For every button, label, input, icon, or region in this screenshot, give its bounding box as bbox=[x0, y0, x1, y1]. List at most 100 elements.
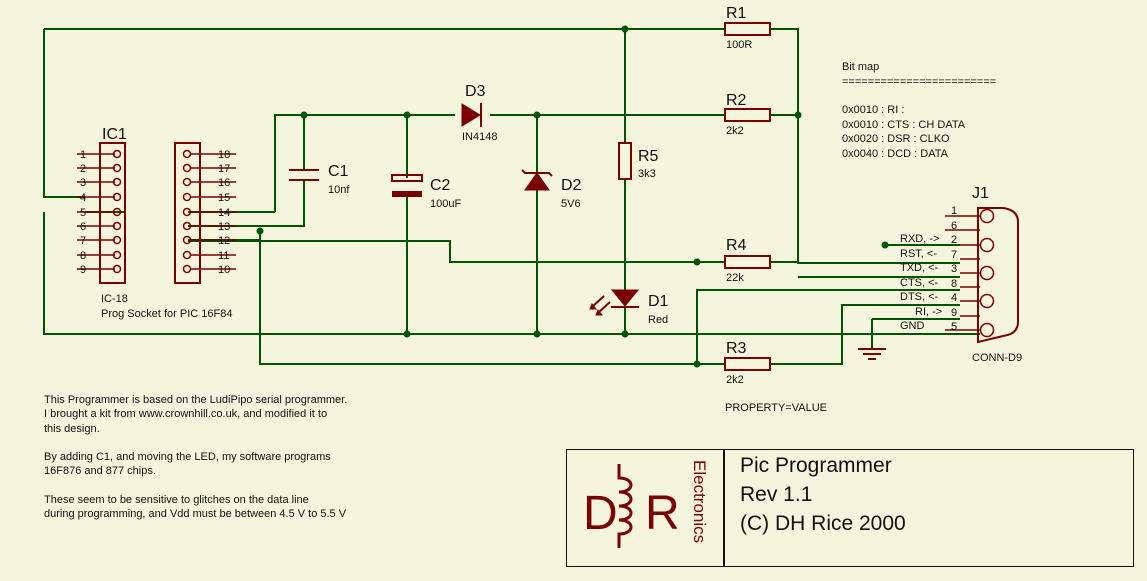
ic1-pin: 5 bbox=[80, 207, 86, 219]
socket-pin: 10 bbox=[218, 264, 230, 276]
j1-pin: 4 bbox=[951, 292, 957, 304]
c1-value: 10nf bbox=[328, 184, 350, 196]
note-line: 16F876 and 877 chips. bbox=[44, 465, 156, 478]
bit-map-line: 0x0020 : DSR : CLKO bbox=[842, 133, 950, 145]
note-line: This Programmer is based on the LudiPipo… bbox=[44, 394, 348, 406]
socket-pin: 16 bbox=[218, 177, 230, 189]
resistor-r2: R2 2k2 bbox=[724, 92, 771, 137]
socket-pin: 14 bbox=[218, 207, 230, 219]
j1-signal-ri: RI, -> bbox=[915, 306, 942, 318]
resistor-r4: R4 22k bbox=[724, 237, 771, 284]
ic1-pin: 7 bbox=[80, 235, 86, 247]
socket-pin: 17 bbox=[218, 163, 230, 175]
j1-pin: 2 bbox=[951, 234, 957, 246]
diode-d3: D3 IN4148 bbox=[461, 83, 497, 143]
note-line: I brought a kit from www.crownhill.co.uk… bbox=[44, 408, 328, 421]
logo-word: Electronics bbox=[690, 460, 709, 544]
revision-text: Rev 1.1 bbox=[740, 483, 813, 506]
j1-pin: 3 bbox=[951, 263, 957, 275]
bit-map-rule: ======================== bbox=[842, 75, 997, 88]
d2-value: 5V6 bbox=[561, 198, 581, 210]
j1-pin: 1 bbox=[951, 205, 957, 217]
d1-value: Red bbox=[648, 314, 668, 326]
ic1-value: IC-18 bbox=[101, 293, 128, 305]
bit-map-title: Bit map bbox=[842, 61, 880, 73]
j1-ref: J1 bbox=[972, 185, 989, 202]
socket-label: Prog Socket for PIC 16F84 bbox=[101, 308, 232, 320]
socket-pin: 18 bbox=[218, 149, 230, 161]
bit-map-line: 0x0010 : RI : bbox=[842, 104, 905, 116]
ic1-pin: 3 bbox=[80, 177, 86, 189]
socket-pin: 12 bbox=[218, 235, 230, 247]
property-text: PROPERTY=VALUE bbox=[725, 402, 827, 414]
title-text: Pic Programmer bbox=[740, 454, 892, 477]
title-block: D R Electronics Pic Programmer Rev 1.1 (… bbox=[566, 449, 1134, 567]
j1-pin: 8 bbox=[951, 278, 957, 290]
connector-j1: J1 1 6 2 7 3 8 4 9 5 RXD, -> RST, <- TXD… bbox=[900, 185, 1022, 364]
junction-dots bbox=[256, 25, 889, 368]
d2-ref: D2 bbox=[561, 177, 582, 194]
capacitor-c2: C2 100uF bbox=[391, 174, 461, 210]
r4-ref: R4 bbox=[726, 237, 747, 254]
note-line: These seem to be sensitive to glitches o… bbox=[44, 494, 309, 507]
design-notes: This Programmer is based on the LudiPipo… bbox=[44, 393, 347, 522]
ic1-pin: 4 bbox=[80, 192, 86, 204]
ic1-pin: 1 bbox=[80, 149, 86, 161]
ic1-pin: 9 bbox=[80, 264, 86, 276]
j1-signal-rxd: RXD, -> bbox=[900, 233, 939, 245]
zener-d2: D2 5V6 bbox=[521, 169, 582, 210]
j1-pin: 9 bbox=[951, 307, 957, 319]
ic1-pin: 6 bbox=[80, 221, 86, 233]
socket-pin: 13 bbox=[218, 221, 230, 233]
logo-coil-icon bbox=[617, 464, 633, 548]
title-divider bbox=[723, 450, 725, 566]
j1-signal-dts: DTS, <- bbox=[900, 291, 939, 303]
j1-signal-cts: CTS, <- bbox=[900, 277, 939, 289]
resistor-r1: R1 100R bbox=[724, 5, 771, 51]
j1-signal-rst: RST, <- bbox=[900, 248, 937, 260]
copyright-text: (C) DH Rice 2000 bbox=[740, 512, 906, 535]
capacitor-c1: C1 10nf bbox=[289, 163, 350, 196]
ic1: IC1 1 2 3 4 5 6 7 8 9 IC-18 Prog Socket … bbox=[77, 126, 232, 320]
r2-ref: R2 bbox=[726, 92, 747, 109]
note-line: By adding C1, and moving the LED, my sof… bbox=[44, 451, 331, 464]
bit-map-notes: Bit map ======================== 0x0010 … bbox=[842, 60, 996, 161]
led-d1: D1 Red bbox=[589, 289, 669, 326]
r1-ref: R1 bbox=[726, 5, 747, 22]
bit-map-line: 0x0010 : CTS : CH DATA bbox=[842, 118, 966, 131]
note-line bbox=[44, 479, 347, 493]
r5-ref: R5 bbox=[638, 148, 659, 165]
j1-pin: 5 bbox=[951, 321, 957, 333]
d3-value: IN4148 bbox=[462, 131, 497, 143]
logo-letter-r: R bbox=[645, 487, 680, 540]
note-line: during programming, and Vdd must be betw… bbox=[44, 508, 347, 521]
resistor-r5: R5 3k3 bbox=[618, 142, 659, 180]
prog-socket: 18 17 16 15 14 13 12 11 10 bbox=[174, 142, 236, 284]
j1-pin: 6 bbox=[951, 220, 957, 232]
d1-ref: D1 bbox=[648, 293, 669, 310]
c1-ref: C1 bbox=[328, 163, 349, 180]
logo-letter-d: D bbox=[583, 487, 618, 540]
c2-value: 100uF bbox=[430, 198, 461, 210]
ic1-pin: 8 bbox=[80, 250, 86, 262]
r5-value: 3k3 bbox=[638, 168, 656, 180]
socket-pin: 15 bbox=[218, 192, 230, 204]
r3-ref: R3 bbox=[726, 340, 747, 357]
r4-value: 22k bbox=[726, 272, 744, 284]
ic1-pin: 2 bbox=[80, 163, 86, 175]
j1-pin: 7 bbox=[951, 249, 957, 261]
resistor-r3: R3 2k2 bbox=[724, 340, 771, 386]
j1-signal-txd: TXD, <- bbox=[900, 262, 939, 274]
r1-value: 100R bbox=[726, 39, 752, 51]
note-line bbox=[44, 436, 347, 450]
bit-map-line: 0x0040 : DCD : DATA bbox=[842, 147, 948, 160]
j1-signal-gnd: GND bbox=[900, 320, 925, 332]
r2-value: 2k2 bbox=[726, 125, 744, 137]
ic1-ref: IC1 bbox=[102, 126, 127, 143]
d3-ref: D3 bbox=[465, 83, 486, 100]
note-line: this design. bbox=[44, 422, 100, 435]
r3-value: 2k2 bbox=[726, 374, 744, 386]
socket-pin: 11 bbox=[218, 250, 229, 262]
ground-icon bbox=[858, 348, 886, 360]
